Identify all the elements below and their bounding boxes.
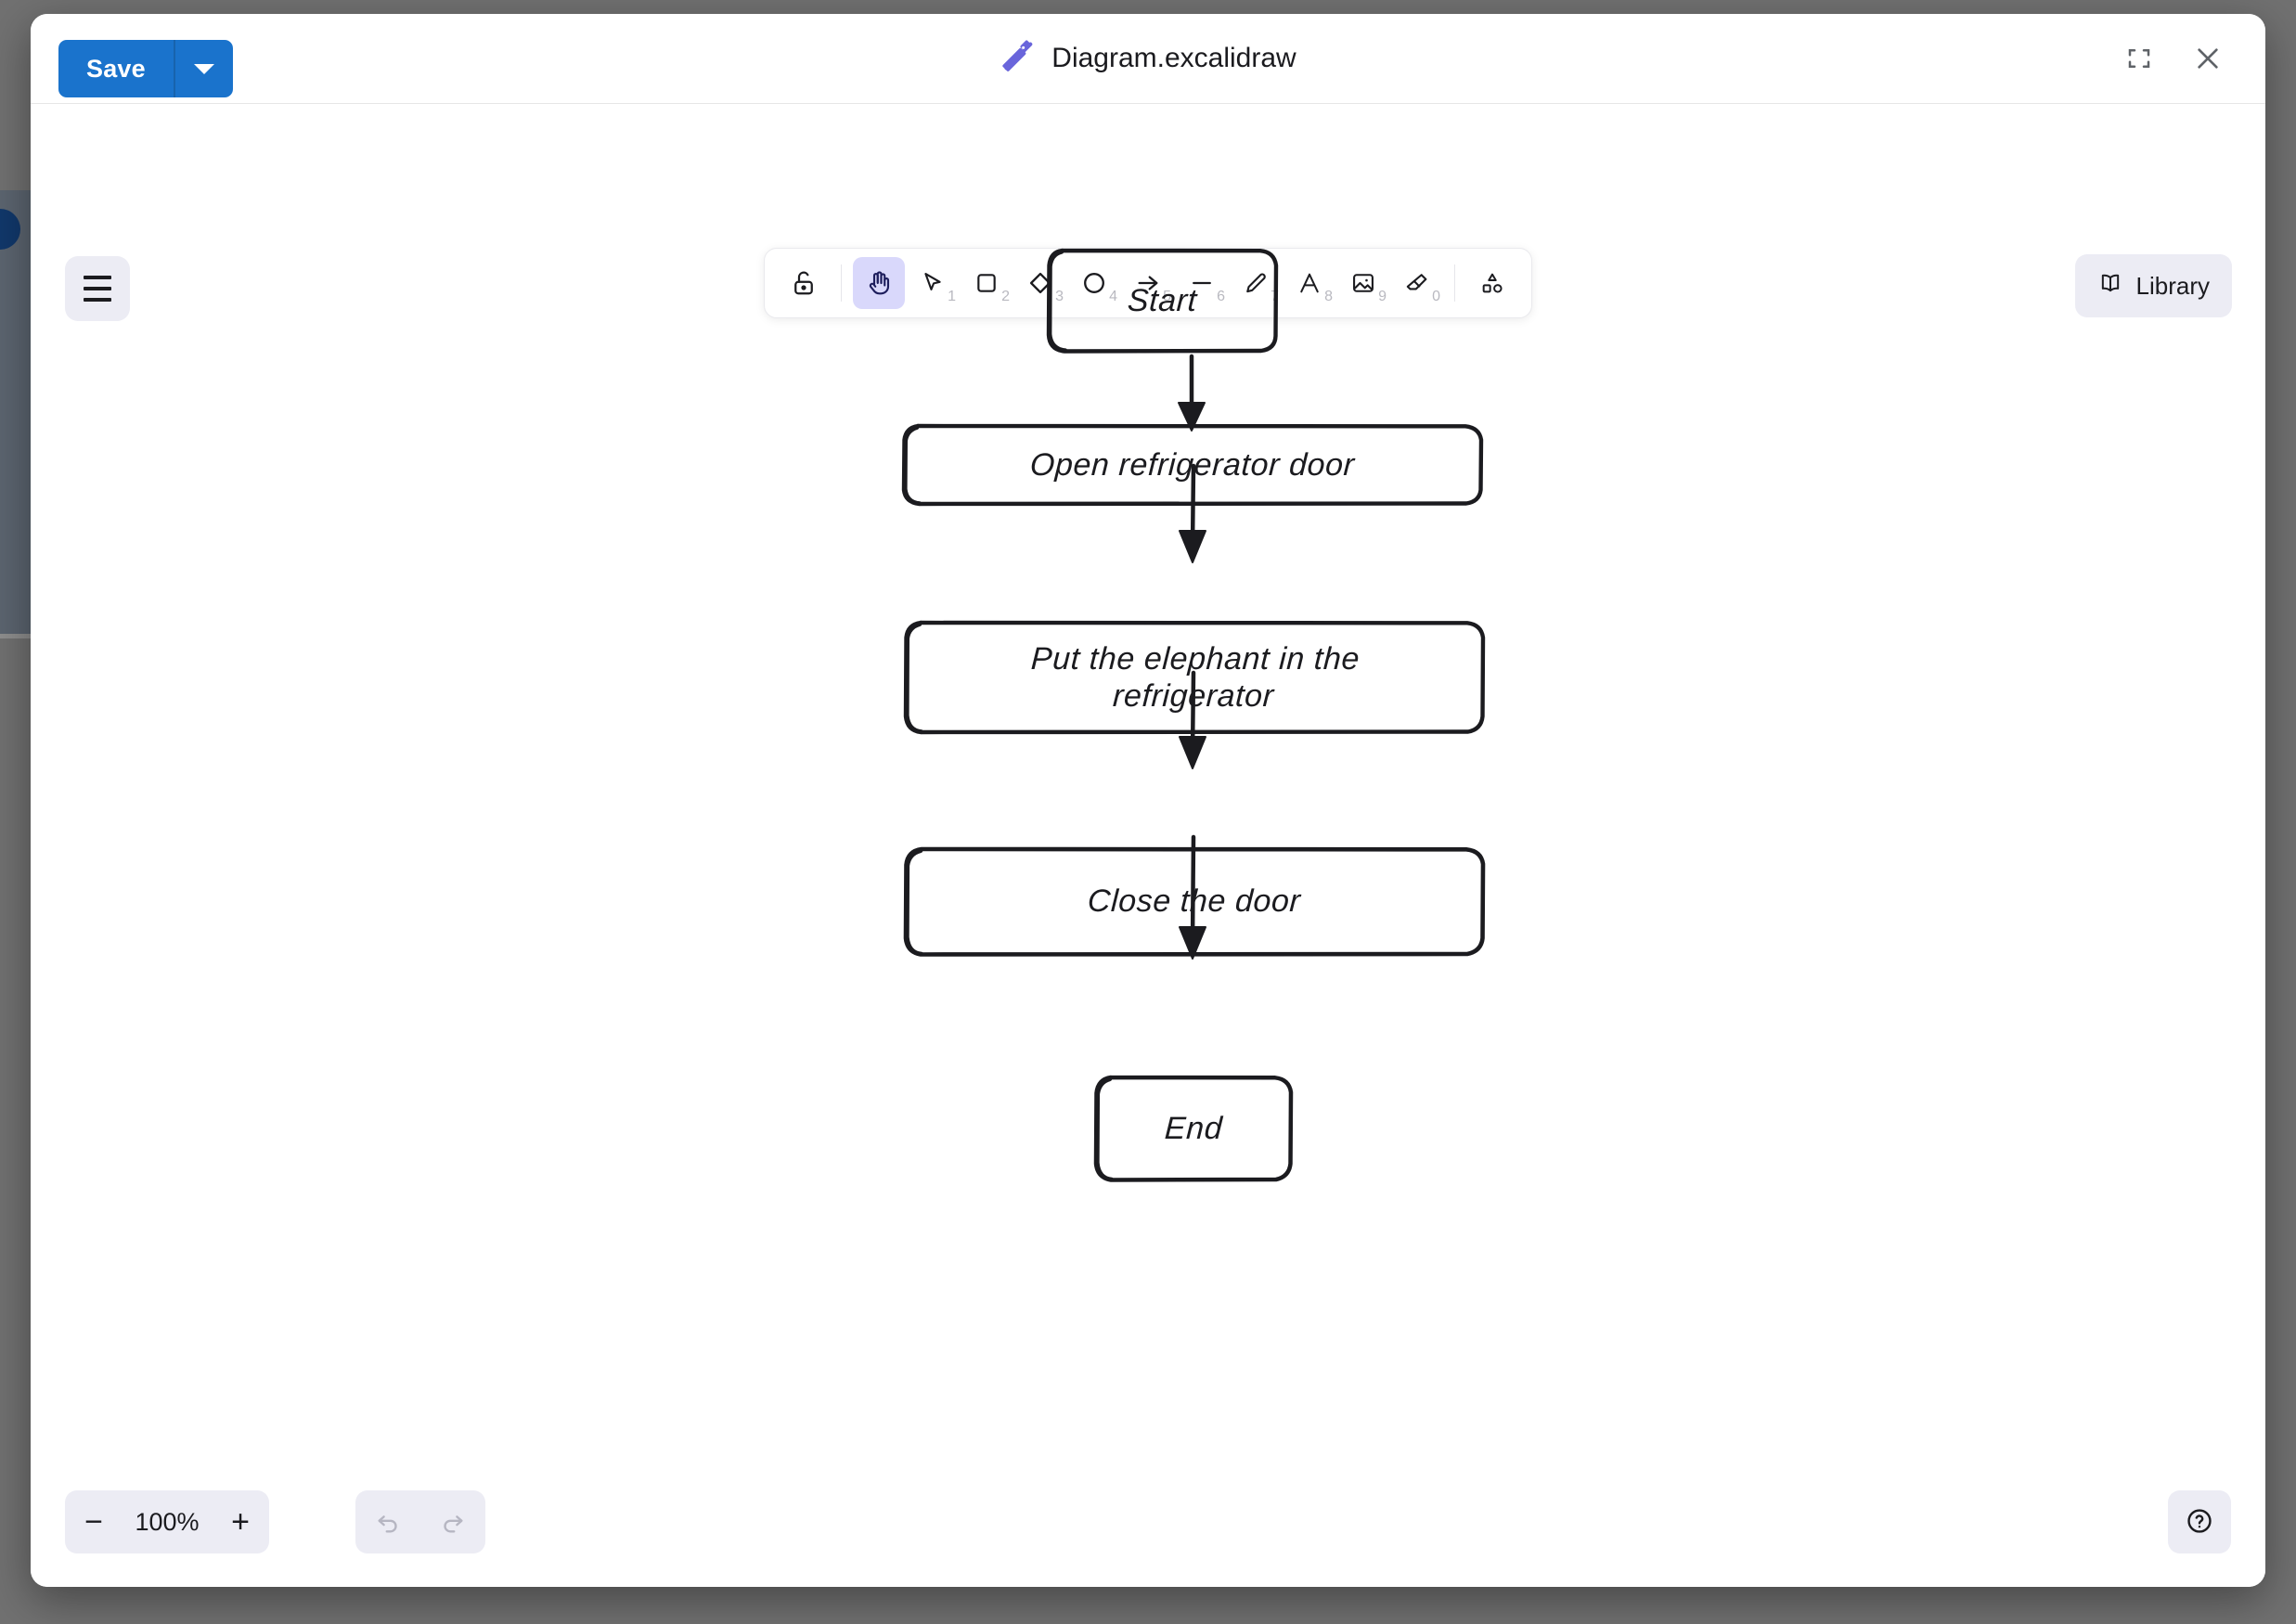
node-label: Start [1127,282,1198,318]
node-outline [903,620,1486,735]
background-avatar [0,209,20,250]
fullscreen-icon[interactable] [2115,34,2163,83]
save-button-divider [173,40,175,97]
flow-node-close[interactable]: Close the door [901,844,1488,959]
tool-shortcut-2: 2 [1001,289,1010,304]
line-icon[interactable]: 6 [1176,257,1228,309]
tool-shortcut-6: 6 [1217,289,1225,304]
save-button-group[interactable]: Save [58,40,233,97]
flow-node-start[interactable]: Start [1044,246,1281,355]
flowchart: Start Open refrigerator door Put the ele… [31,104,2265,1587]
hamburger-lines [84,276,111,302]
excalidraw-modal: Save Diagram.excalidraw [31,14,2265,1587]
save-dropdown-button[interactable] [174,40,233,97]
shape-toolbar: 1 2 3 4 [764,248,1532,318]
tool-shortcut-4: 4 [1109,289,1117,304]
text-icon[interactable]: 8 [1283,257,1335,309]
hand-icon[interactable] [853,257,905,309]
tool-shortcut-0: 0 [1432,289,1440,304]
zoom-out-button[interactable]: − [65,1490,123,1553]
hamburger-menu-icon[interactable] [65,256,130,321]
node-label: End [1163,1110,1224,1146]
redo-icon[interactable] [420,1490,485,1553]
node-outline [1093,1075,1294,1182]
tool-shortcut-1: 1 [948,289,956,304]
node-label: Close the door [1087,883,1302,919]
zoom-in-button[interactable]: + [212,1490,269,1553]
node-outline [903,846,1486,957]
rectangle-icon[interactable]: 2 [961,257,1013,309]
book-icon [2097,270,2123,303]
node-outline [1046,248,1279,354]
tool-shortcut-3: 3 [1055,289,1064,304]
close-icon[interactable] [2184,34,2232,83]
document-title: Diagram.excalidraw [1051,43,1296,73]
diamond-icon[interactable]: 3 [1014,257,1066,309]
undo-icon[interactable] [355,1490,420,1553]
excalidraw-logo-icon [1000,38,1037,80]
title-container: Diagram.excalidraw [31,14,2265,103]
flow-node-end[interactable]: End [1091,1073,1296,1184]
node-label: Open refrigerator door [1029,446,1356,483]
toolbar-divider-1 [841,264,842,302]
lock-icon[interactable] [778,257,830,309]
shapes-icon[interactable] [1466,257,1518,309]
flow-node-open[interactable]: Open refrigerator door [899,421,1486,509]
eraser-icon[interactable]: 0 [1391,257,1443,309]
background-divider [0,634,35,638]
library-button[interactable]: Library [2074,254,2232,317]
save-button[interactable]: Save [58,40,174,97]
help-button[interactable] [2168,1490,2231,1553]
zoom-controls: − 100% + [65,1490,269,1553]
excalidraw-canvas[interactable]: 1 2 3 4 [31,104,2265,1587]
zoom-level-value[interactable]: 100% [135,1507,200,1536]
history-controls [355,1490,485,1553]
tool-shortcut-8: 8 [1324,289,1333,304]
chevron-down-icon [193,63,214,74]
toolbar-divider-2 [1454,264,1455,302]
arrow-icon[interactable]: 5 [1122,257,1174,309]
node-label: Put the elephant in the refrigerator [1030,640,1361,714]
node-outline [901,423,1484,507]
modal-titlebar: Save Diagram.excalidraw [31,14,2265,104]
question-mark-icon [2185,1506,2214,1539]
image-icon[interactable]: 9 [1337,257,1389,309]
ellipse-icon[interactable]: 4 [1068,257,1120,309]
flow-node-put[interactable]: Put the elephant in the refrigerator [901,618,1488,737]
tool-shortcut-9: 9 [1378,289,1387,304]
selection-icon[interactable]: 1 [907,257,959,309]
tool-shortcut-5: 5 [1163,289,1171,304]
library-label: Library [2135,271,2210,300]
window-controls [2115,14,2232,103]
background-panel [0,190,35,636]
